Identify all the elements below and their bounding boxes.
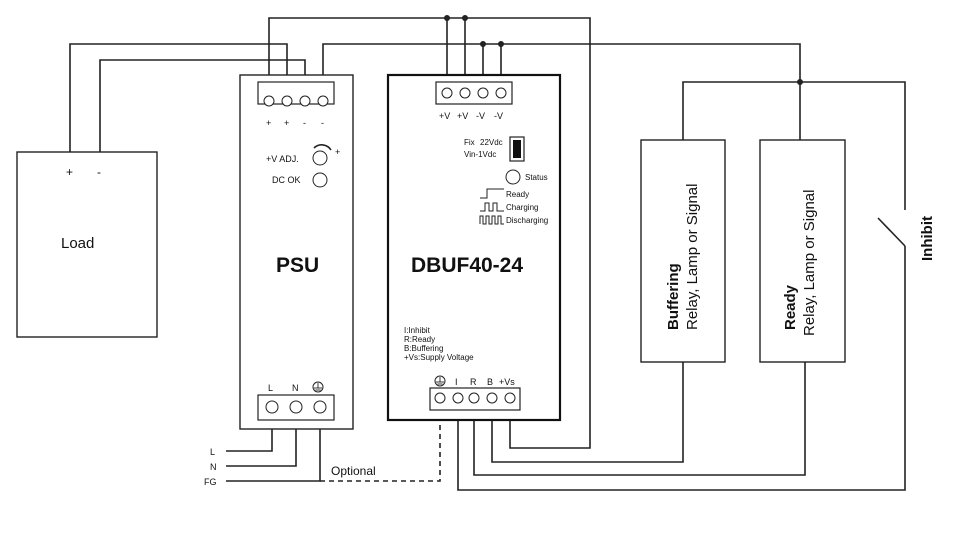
psu-bottom-L: L: [268, 383, 273, 393]
wire-N: [226, 424, 297, 467]
psu-dcok-label: DC OK: [272, 175, 301, 185]
dbuf-bottom-R: R: [470, 377, 477, 387]
note-supply: +Vs:Supply Voltage: [404, 353, 474, 362]
dbuf-bottom-Vs: +Vs: [499, 377, 515, 387]
wire-L: [226, 424, 273, 452]
wire-inhibit: [457, 246, 906, 491]
dbuf-ground-icon: [434, 375, 446, 387]
dbuf-term-3: -V: [476, 111, 485, 121]
wire-load-plus: [69, 43, 288, 152]
dbuf-term-2: +V: [457, 111, 468, 121]
inhibit-label: Inhibit: [919, 216, 936, 261]
mains-N: N: [210, 462, 217, 472]
dbuf-term-1: +V: [439, 111, 450, 121]
psu-ground-icon: [312, 381, 324, 393]
wire-buffering-top: [682, 81, 800, 140]
ready-line1: Ready: [782, 284, 799, 330]
wire-optional-fg: [320, 405, 441, 482]
legend-discharging: Discharging: [506, 216, 548, 225]
dbuf-title: DBUF40-24: [411, 254, 523, 277]
psu-top-screws: [263, 95, 329, 107]
mode-switch-lever: [513, 140, 521, 158]
mains-FG: FG: [204, 477, 217, 487]
wire-vs: [465, 17, 591, 449]
wire-FG: [226, 424, 321, 482]
wire-ready: [473, 362, 806, 476]
charging-wave-icon: [480, 202, 504, 212]
ready-line2: Relay, Lamp or Signal: [801, 190, 818, 336]
discharging-wave-icon: [479, 215, 504, 225]
psu-module: + + - - +V ADJ. + DC OK PSU L N: [239, 74, 354, 430]
legend-charging: Charging: [506, 203, 538, 212]
switch-vin-label: Vin-1Vdc: [464, 150, 496, 159]
inhibit-switch: [877, 217, 906, 247]
dbuf-term-4: -V: [494, 111, 503, 121]
psu-bottom-screws: [265, 400, 327, 414]
psu-term-1: +: [266, 118, 271, 128]
psu-vadj-label: +V ADJ.: [266, 154, 299, 164]
wires: [69, 17, 906, 491]
status-led-icon: [505, 169, 521, 185]
dbuf-bottom-B: B: [487, 377, 493, 387]
vadj-arrow-icon: [313, 144, 332, 151]
legend-ready: Ready: [506, 190, 529, 199]
dcok-led-icon: [312, 172, 328, 188]
dbuf-bottom-I: I: [455, 377, 458, 387]
buffering-relay-box: Buffering Relay, Lamp or Signal: [640, 139, 726, 363]
switch-fix-value: 22Vdc: [480, 138, 503, 147]
buffering-line1: Buffering: [665, 263, 682, 330]
load-plus-label: +: [66, 165, 73, 179]
note-inhibit: I:Inhibit: [404, 326, 431, 335]
note-ready: R:Ready: [404, 335, 435, 344]
ready-relay-box: Ready Relay, Lamp or Signal: [759, 139, 846, 363]
mains-L: L: [210, 447, 215, 457]
junctions: [444, 15, 803, 85]
psu-title: PSU: [276, 254, 319, 277]
note-buffering: B:Buffering: [404, 344, 443, 353]
wire-inhibit-top: [800, 81, 906, 210]
vadj-knob-icon[interactable]: [312, 150, 328, 166]
wire-psu-plus-dbuf: [268, 17, 466, 91]
psu-term-3: -: [303, 118, 306, 128]
buffering-line2: Relay, Lamp or Signal: [684, 184, 701, 330]
wire-psu-minus-bus: [322, 43, 801, 140]
wire-buffering: [491, 362, 684, 463]
psu-term-2: +: [284, 118, 289, 128]
switch-fix-label: Fix: [464, 138, 475, 147]
ready-wave-icon: [480, 188, 504, 199]
dbuf-module: +V +V -V -V Fix 22Vdc Vin-1Vdc Status Re…: [386, 73, 562, 422]
load-box: + - Load: [16, 151, 158, 338]
psu-vadj-plus: +: [335, 147, 340, 157]
dbuf-top-screws: [441, 87, 507, 99]
psu-term-4: -: [321, 118, 324, 128]
load-minus-label: -: [97, 165, 101, 179]
psu-bottom-N: N: [292, 383, 299, 393]
status-label: Status: [525, 173, 548, 182]
optional-label: Optional: [331, 464, 376, 478]
load-label: Load: [61, 235, 94, 252]
dbuf-bottom-screws: [434, 392, 516, 404]
